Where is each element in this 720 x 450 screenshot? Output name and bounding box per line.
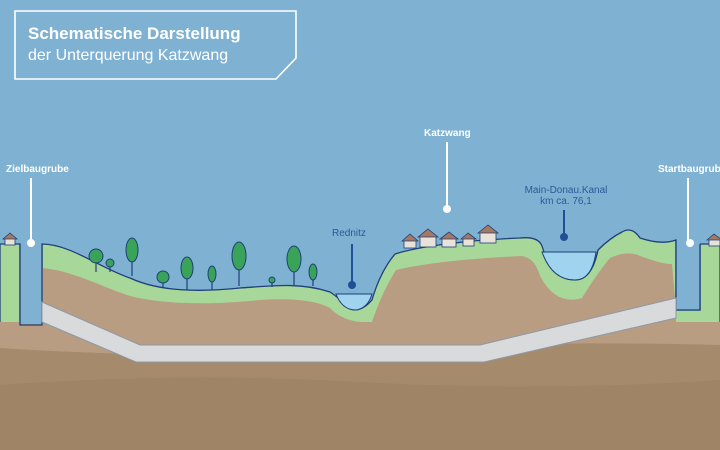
- title-box: Schematische Darstellung der Unterquerun…: [14, 10, 297, 80]
- bottom-earth-band: [0, 377, 720, 450]
- tunnel: [41, 297, 677, 363]
- label-kanal: Main-Donau.Kanal km ca. 76,1: [522, 185, 610, 207]
- house: [400, 233, 420, 249]
- tree: [156, 270, 170, 288]
- ziel-pit: [20, 244, 42, 324]
- tree: [88, 248, 104, 272]
- house: [705, 233, 720, 247]
- label-kanal-line1: Main-Donau.Kanal: [524, 185, 608, 196]
- house: [438, 231, 460, 248]
- house: [459, 232, 478, 247]
- trees: [88, 237, 318, 290]
- tree: [308, 263, 318, 286]
- label-zielbaugrube: Zielbaugrube: [6, 164, 69, 175]
- tree: [207, 265, 217, 290]
- title-box-frame: [14, 10, 297, 80]
- tree: [268, 276, 276, 287]
- kanal-pointer-dot: [560, 233, 568, 241]
- label-kanal-line2: km ca. 76,1: [540, 196, 592, 207]
- houses: [1, 224, 720, 249]
- house: [476, 224, 500, 244]
- house: [416, 228, 440, 248]
- title-main: Schematische Darstellung: [28, 24, 241, 43]
- title-sub: der Unterquerung Katzwang: [28, 47, 229, 64]
- tree: [105, 258, 115, 272]
- katzwang-pointer-dot: [443, 205, 451, 213]
- start-pit-outline: [675, 240, 701, 311]
- tree: [231, 241, 247, 286]
- earth-layer: [0, 253, 676, 330]
- start-pointer-dot: [686, 239, 694, 247]
- label-rednitz: Rednitz: [332, 228, 366, 239]
- label-startbaugrube: Startbaugrube: [658, 164, 720, 175]
- start-pit: [676, 240, 700, 310]
- kanal-water: [541, 251, 597, 281]
- tree: [125, 237, 139, 276]
- ziel-pointer-dot: [27, 239, 35, 247]
- pointers: [27, 142, 694, 289]
- rednitz-water: [335, 293, 373, 311]
- house: [1, 232, 19, 246]
- label-katzwang: Katzwang: [424, 128, 471, 139]
- tree: [286, 245, 302, 285]
- ziel-pit-outline: [19, 244, 43, 326]
- rednitz-pointer-dot: [348, 281, 356, 289]
- tree: [180, 256, 194, 290]
